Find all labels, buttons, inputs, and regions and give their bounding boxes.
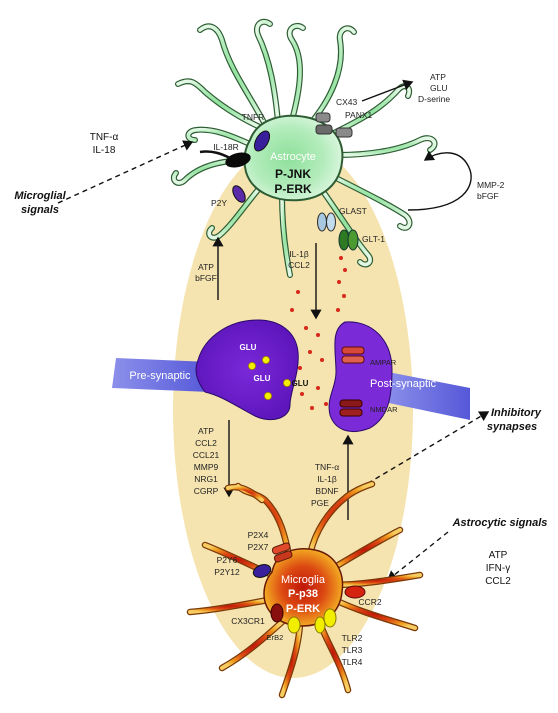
glast-transporter-b [327,213,336,231]
tnfr-label: TNFR [242,112,265,122]
astrocyte-marker-pjnk: P-JNK [275,167,311,181]
cx43-channel-a [316,113,330,122]
inhibitory-line-2: synapses [487,421,537,433]
micro-to-syn-bdnf: BDNF [315,486,338,496]
pre-to-micro-atp: ATP [198,426,214,436]
cleft-glu: GLU [292,379,309,388]
pre-to-micro-ccl2: CCL2 [195,438,217,448]
micro-to-syn-pge: PGE [311,498,329,508]
astro-to-syn-ccl2: CCL2 [288,260,310,270]
ccr2-label: CCR2 [358,597,381,607]
nmdar-label: NMDAR [370,405,398,414]
microglia-marker-pp38: P-p38 [288,588,318,600]
astrocytic-atp: ATP [489,550,508,561]
astrocytic-ifng: IFN-γ [486,563,510,574]
tlr-receptor-a [324,609,336,627]
il18r-stem [200,151,230,158]
ampar-label: AMPAR [370,358,397,367]
glast-transporter-a [318,213,327,231]
release-dserine: D-serine [418,94,450,104]
panx1-label: PANX1 [345,110,373,120]
erb2-label: ErB2 [267,633,284,642]
pre-to-micro-ccl21: CCL21 [193,450,220,460]
microglia-marker-perk: P-ERK [286,603,320,615]
feedback-bfgf: bFGF [477,191,499,201]
glt1-label: GLT-1 [362,234,385,244]
release-glu: GLU [430,83,447,93]
release-atp: ATP [430,72,446,82]
pre-to-micro-mmp9: MMP9 [194,462,219,472]
tlr2-label: TLR2 [342,633,363,643]
tlr-receptor-b [315,617,325,633]
pre-to-micro-nrg1: NRG1 [194,474,218,484]
microglial-title-2: signals [21,204,59,216]
presynaptic-label: Pre-synaptic [129,370,191,382]
cx3cr1-label: CX3CR1 [231,616,265,626]
micro-to-syn-tnfa: TNF-α [315,462,339,472]
glast-label: GLAST [339,206,367,216]
astro-to-syn-il1b: IL-1β [289,249,309,259]
ampar-receptor-a [342,347,364,354]
p2x7-label: P2X7 [248,542,269,552]
microglia-name: Microglia [281,574,326,586]
microglial-signal-arrow [58,142,192,203]
nmdar-receptor-a [340,400,362,407]
p2y6-label: P2Y6 [217,555,238,565]
micro-to-syn-il1b: IL-1β [317,474,337,484]
presyn-glu-1: GLU [240,343,257,352]
ampar-receptor-b [342,356,364,363]
cx43-label: CX43 [336,97,358,107]
astrocyte-marker-perk: P-ERK [274,182,312,196]
presyn-glu-2: GLU [254,374,271,383]
cx3cr1-receptor [271,604,283,622]
feedback-loop-arrow [408,153,471,210]
inhibitory-line-1: Inhibitory [491,407,542,419]
nmdar-receptor-b [340,409,362,416]
pre-to-astro-atp: ATP [198,262,214,272]
cx43-channel-b [316,125,332,134]
glt1-transporter-b [348,230,358,250]
microglial-tnfa: TNF-α [90,132,119,143]
pre-to-astro-bfgf: bFGF [195,273,217,283]
il18r-label: IL-18R [213,142,239,152]
astrocyte-name: Astrocyte [270,151,316,163]
astrocytic-signals-title: Astrocytic signals [452,517,548,529]
p2x4-label: P2X4 [248,530,269,540]
postsynaptic-label: Post-synaptic [370,378,437,390]
feedback-mmp2: MMP-2 [477,180,505,190]
astrocytic-ccl2: CCL2 [485,576,511,587]
p2y12-label: P2Y12 [214,567,240,577]
panx1-channel [336,128,352,137]
tlr3-label: TLR3 [342,645,363,655]
erb2-receptor [288,617,300,633]
microglial-title-1: Microglial [14,190,66,202]
p2y-label: P2Y [211,198,227,208]
microglial-il18: IL-18 [93,145,116,156]
pre-to-micro-cgrp: CGRP [194,486,219,496]
tlr4-label: TLR4 [342,657,363,667]
